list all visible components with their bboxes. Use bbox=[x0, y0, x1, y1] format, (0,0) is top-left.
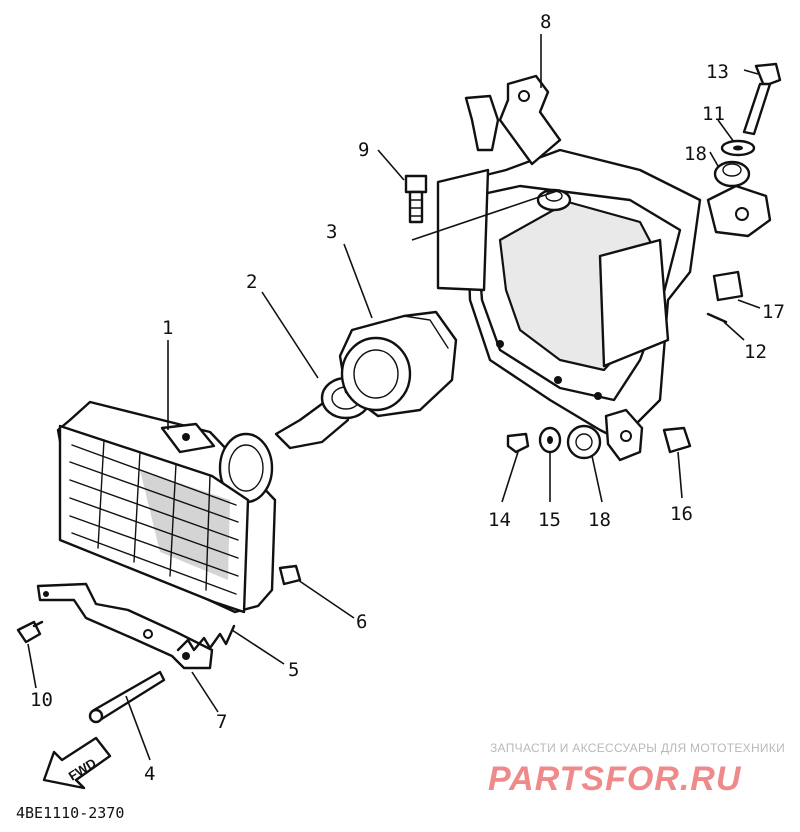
clip-12 bbox=[706, 312, 728, 324]
label-part-6: 6 bbox=[356, 611, 367, 633]
label-part-18-top: 18 bbox=[684, 143, 707, 165]
screw-14 bbox=[506, 432, 530, 454]
leader-lines bbox=[27, 34, 761, 761]
forward-arrow: FWD bbox=[42, 736, 112, 790]
label-part-4: 4 bbox=[144, 763, 155, 785]
label-part-11: 11 bbox=[702, 103, 725, 125]
label-part-1: 1 bbox=[162, 317, 173, 339]
label-part-8: 8 bbox=[540, 11, 551, 33]
part-labels: 1 2 3 4 5 6 7 8 9 10 11 12 13 14 15 18 1… bbox=[30, 11, 785, 785]
label-part-13: 13 bbox=[706, 61, 729, 83]
label-part-12: 12 bbox=[744, 341, 767, 363]
watermark: ЗАПЧАСТИ И АКСЕССУАРЫ ДЛЯ МОТОТЕХНИКИ PA… bbox=[488, 741, 785, 798]
grommet-18-bottom bbox=[566, 424, 602, 460]
spring-5 bbox=[176, 624, 236, 652]
watermark-tagline: ЗАПЧАСТИ И АКСЕССУАРЫ ДЛЯ МОТОТЕХНИКИ bbox=[490, 741, 785, 755]
watermark-logo: PARTSFOR.RU bbox=[488, 760, 742, 798]
grommet-18-top bbox=[713, 160, 751, 188]
socket-cover bbox=[338, 310, 458, 418]
washer-15 bbox=[538, 426, 562, 454]
collar-16 bbox=[662, 426, 692, 454]
label-part-17: 17 bbox=[762, 301, 785, 323]
label-part-3: 3 bbox=[326, 221, 337, 243]
washer-11 bbox=[720, 139, 756, 157]
label-part-5: 5 bbox=[288, 659, 299, 681]
label-part-9: 9 bbox=[358, 139, 369, 161]
label-part-15: 15 bbox=[538, 509, 561, 531]
label-part-18-bottom: 18 bbox=[588, 509, 611, 531]
label-part-14: 14 bbox=[488, 509, 511, 531]
adjust-screw-4 bbox=[88, 670, 166, 724]
collar-17 bbox=[712, 270, 744, 302]
nut-6 bbox=[278, 564, 302, 586]
screw-10 bbox=[16, 620, 44, 644]
drawing-code: 4BE1110-2370 bbox=[16, 804, 124, 822]
label-part-16: 16 bbox=[670, 503, 693, 525]
headlight-unit bbox=[56, 400, 277, 614]
bolt-9 bbox=[404, 174, 428, 224]
bolt-13 bbox=[742, 62, 782, 136]
bracket-7 bbox=[36, 582, 214, 670]
label-part-10: 10 bbox=[30, 689, 53, 711]
label-part-2: 2 bbox=[246, 271, 257, 293]
headlight-bracket bbox=[436, 74, 772, 462]
label-part-7: 7 bbox=[216, 711, 227, 733]
